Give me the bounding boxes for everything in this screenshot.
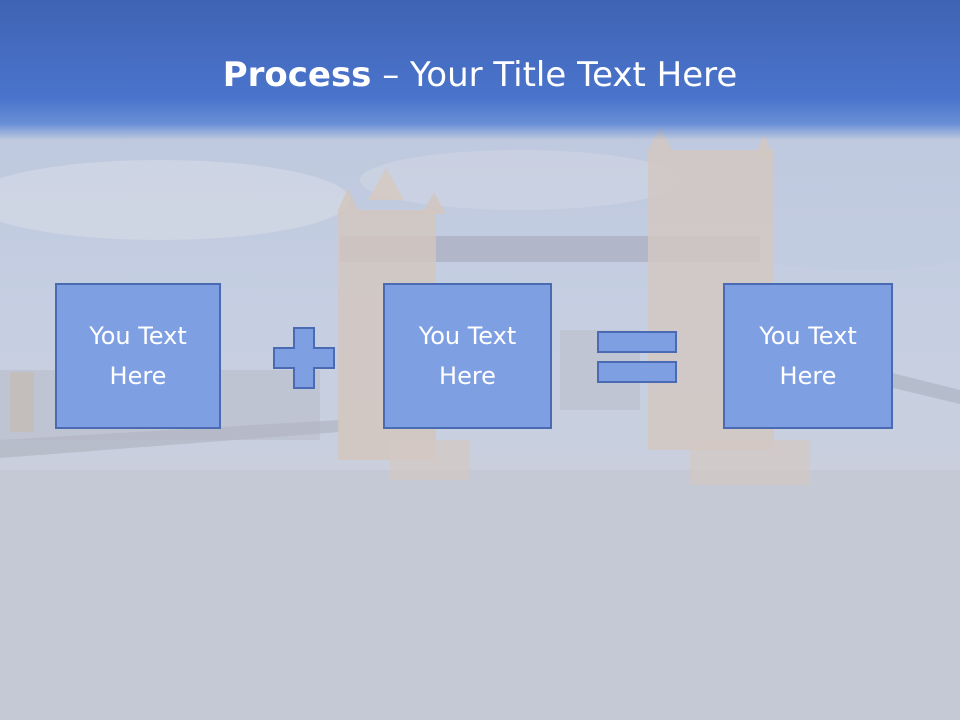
title-bar: [0, 0, 960, 140]
process-box-3-text: You Text Here: [759, 322, 857, 390]
process-box-2-text: You Text Here: [418, 322, 517, 390]
process-box-1: You Text Here: [55, 283, 221, 429]
title-regular-text: – Your Title Text Here: [371, 55, 738, 95]
plus-icon: [273, 327, 335, 389]
slide-title: Process – Your Title Text Here: [0, 52, 960, 98]
process-box-2: You Text Here: [383, 283, 552, 429]
equals-icon: [597, 331, 677, 383]
title-bold-text: Process: [222, 55, 372, 95]
process-box-3: You Text Here: [723, 283, 893, 429]
process-box-1-text: You Text Here: [89, 322, 187, 390]
